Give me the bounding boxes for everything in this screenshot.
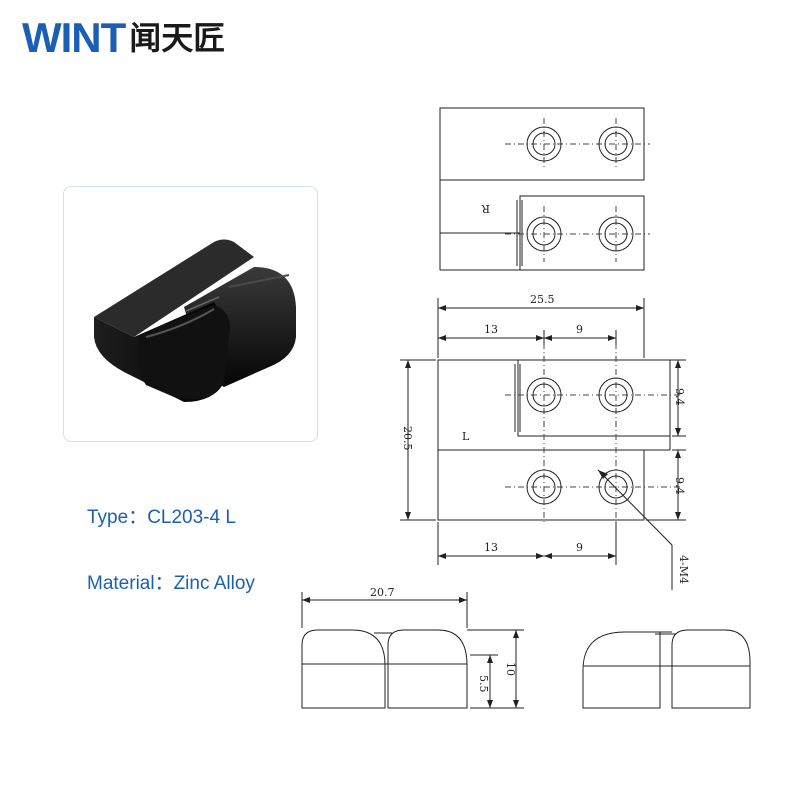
product-photo-card: [63, 186, 318, 442]
dim-top-right: 9: [576, 323, 583, 336]
top-view-letter: R: [481, 202, 490, 215]
logo-text-cjk: 闻天匠: [129, 19, 226, 57]
brand-logo: WINT 闻天匠: [22, 14, 226, 61]
front-view-letter: L: [462, 430, 470, 443]
product-photo: [94, 239, 296, 402]
dim-side-width: 20.7: [370, 586, 395, 599]
dim-upper-hole-pitch: 9.4: [673, 388, 686, 406]
side-view-left: [301, 592, 524, 709]
dim-height: 20.5: [401, 426, 414, 451]
product-material-label: Material：Zinc Alloy: [87, 573, 255, 594]
dim-bottom-left: 13: [484, 541, 498, 554]
logo-text-latin: WINT: [22, 14, 126, 61]
dim-overall-width: 25.5: [530, 293, 555, 306]
side-view-right: [582, 629, 751, 709]
dim-side-height: 10: [504, 662, 517, 676]
dim-top-left: 13: [484, 323, 498, 336]
top-view: [439, 107, 650, 271]
dim-bottom-right: 9: [576, 541, 583, 554]
dim-side-step: 5.5: [477, 675, 490, 693]
product-type-label: Type：CL203-4 L: [87, 507, 236, 528]
hole-callout: 4-M4: [677, 555, 690, 584]
dim-lower-hole-pitch: 9.4: [673, 477, 686, 495]
front-view: [400, 298, 686, 590]
